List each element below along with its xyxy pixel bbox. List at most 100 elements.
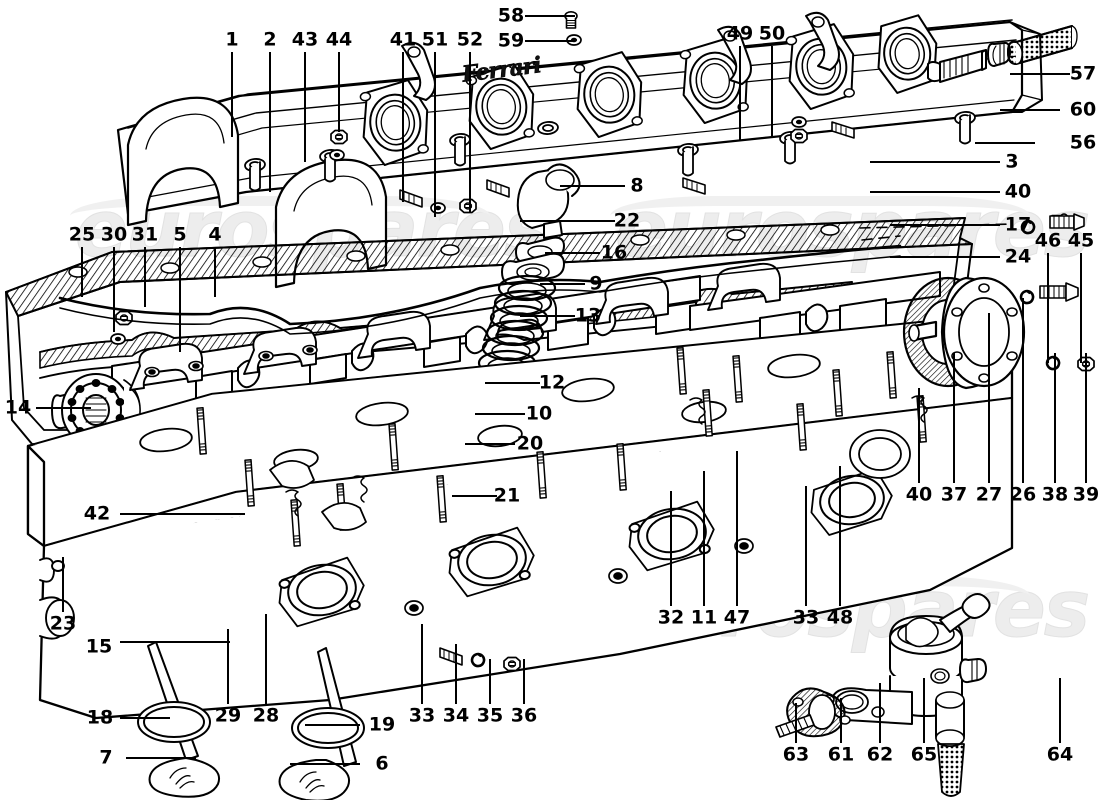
callout-number-22: 22 [613,209,641,232]
callout-number-34: 34 [442,704,470,727]
callout-number-7: 7 [99,746,113,769]
callout-number-13: 13 [574,304,602,327]
leader-line [434,52,436,217]
callout-number-31: 31 [131,223,159,246]
leader-line [739,46,741,141]
leader-line [525,40,575,42]
callout-number-51: 51 [421,28,449,51]
callout-number-8: 8 [630,174,644,197]
leader-line [36,407,91,409]
callout-number-30: 30 [100,223,128,246]
leader-line [525,15,575,17]
callout-number-3: 3 [1005,150,1019,173]
callout-number-21: 21 [493,484,521,507]
callout-number-42: 42 [83,502,111,525]
callout-number-39: 39 [1072,483,1100,506]
callout-number-37: 37 [940,483,968,506]
callout-number-2: 2 [263,28,277,51]
callout-number-17: 17 [1004,213,1032,236]
callout-number-62: 62 [866,743,894,766]
leader-line [455,644,457,704]
callout-number-33: 33 [408,704,436,727]
callout-number-28: 28 [252,704,280,727]
leader-line [839,466,841,606]
leader-line [870,191,1000,193]
callout-number-63: 63 [782,743,810,766]
leader-line [795,703,797,743]
callout-number-60: 60 [1069,98,1097,121]
leader-line [113,247,115,332]
leader-line [179,247,181,352]
callout-number-47: 47 [723,606,751,629]
leader-line [1080,253,1082,363]
callout-number-33: 33 [792,606,820,629]
callout-number-40: 40 [1004,180,1032,203]
callout-number-10: 10 [525,402,553,425]
callout-number-9: 9 [589,272,603,295]
leader-line [421,624,423,704]
leader-line [452,495,497,497]
callout-number-18: 18 [86,706,114,729]
callout-number-20: 20 [516,432,544,455]
leader-line [975,142,1035,144]
leader-line [771,46,773,136]
callout-number-11: 11 [690,606,718,629]
callout-number-14: 14 [4,396,32,419]
callout-number-49: 49 [726,22,754,45]
leader-line [520,315,575,317]
leader-line [304,52,306,162]
callout-number-5: 5 [173,223,187,246]
leader-line [670,491,672,606]
leader-line [1047,253,1049,363]
leader-line [879,683,881,743]
leader-line [120,513,245,515]
leader-line [269,52,271,192]
leader-line [126,757,196,759]
leader-line [227,629,229,704]
leader-line [520,220,615,222]
callout-number-26: 26 [1009,483,1037,506]
leader-line [214,247,216,297]
callout-number-12: 12 [538,371,566,394]
leader-line [953,353,955,483]
callout-number-36: 36 [510,704,538,727]
leader-line [62,557,64,612]
leader-line [1000,109,1060,111]
callout-number-16: 16 [600,241,628,264]
callout-number-29: 29 [214,704,242,727]
callout-number-6: 6 [375,752,389,775]
leader-line [560,185,625,187]
callout-number-50: 50 [758,22,786,45]
callout-number-52: 52 [456,28,484,51]
callout-number-4: 4 [208,223,222,246]
callout-number-65: 65 [910,743,938,766]
leader-line [890,256,1000,258]
leader-line [81,247,83,297]
leader-line [489,659,491,704]
callout-number-35: 35 [476,704,504,727]
leader-line [545,252,600,254]
callout-number-59: 59 [497,29,525,52]
leader-line [265,614,267,704]
callout-number-48: 48 [826,606,854,629]
callout-number-19: 19 [368,713,396,736]
leader-line [475,413,525,415]
leader-line [988,313,990,483]
leader-line [290,763,360,765]
callout-number-64: 64 [1046,743,1074,766]
leader-line [840,698,842,743]
callout-number-27: 27 [975,483,1003,506]
leader-line [402,52,404,202]
leader-line [465,443,515,445]
callout-number-15: 15 [85,635,113,658]
leader-line [1059,678,1061,743]
leader-line [231,52,233,137]
callout-number-40: 40 [905,483,933,506]
leader-line [890,224,1000,226]
leader-line [144,247,146,307]
callout-number-58: 58 [497,4,525,27]
leader-line [923,678,925,743]
callout-number-41: 41 [389,28,417,51]
